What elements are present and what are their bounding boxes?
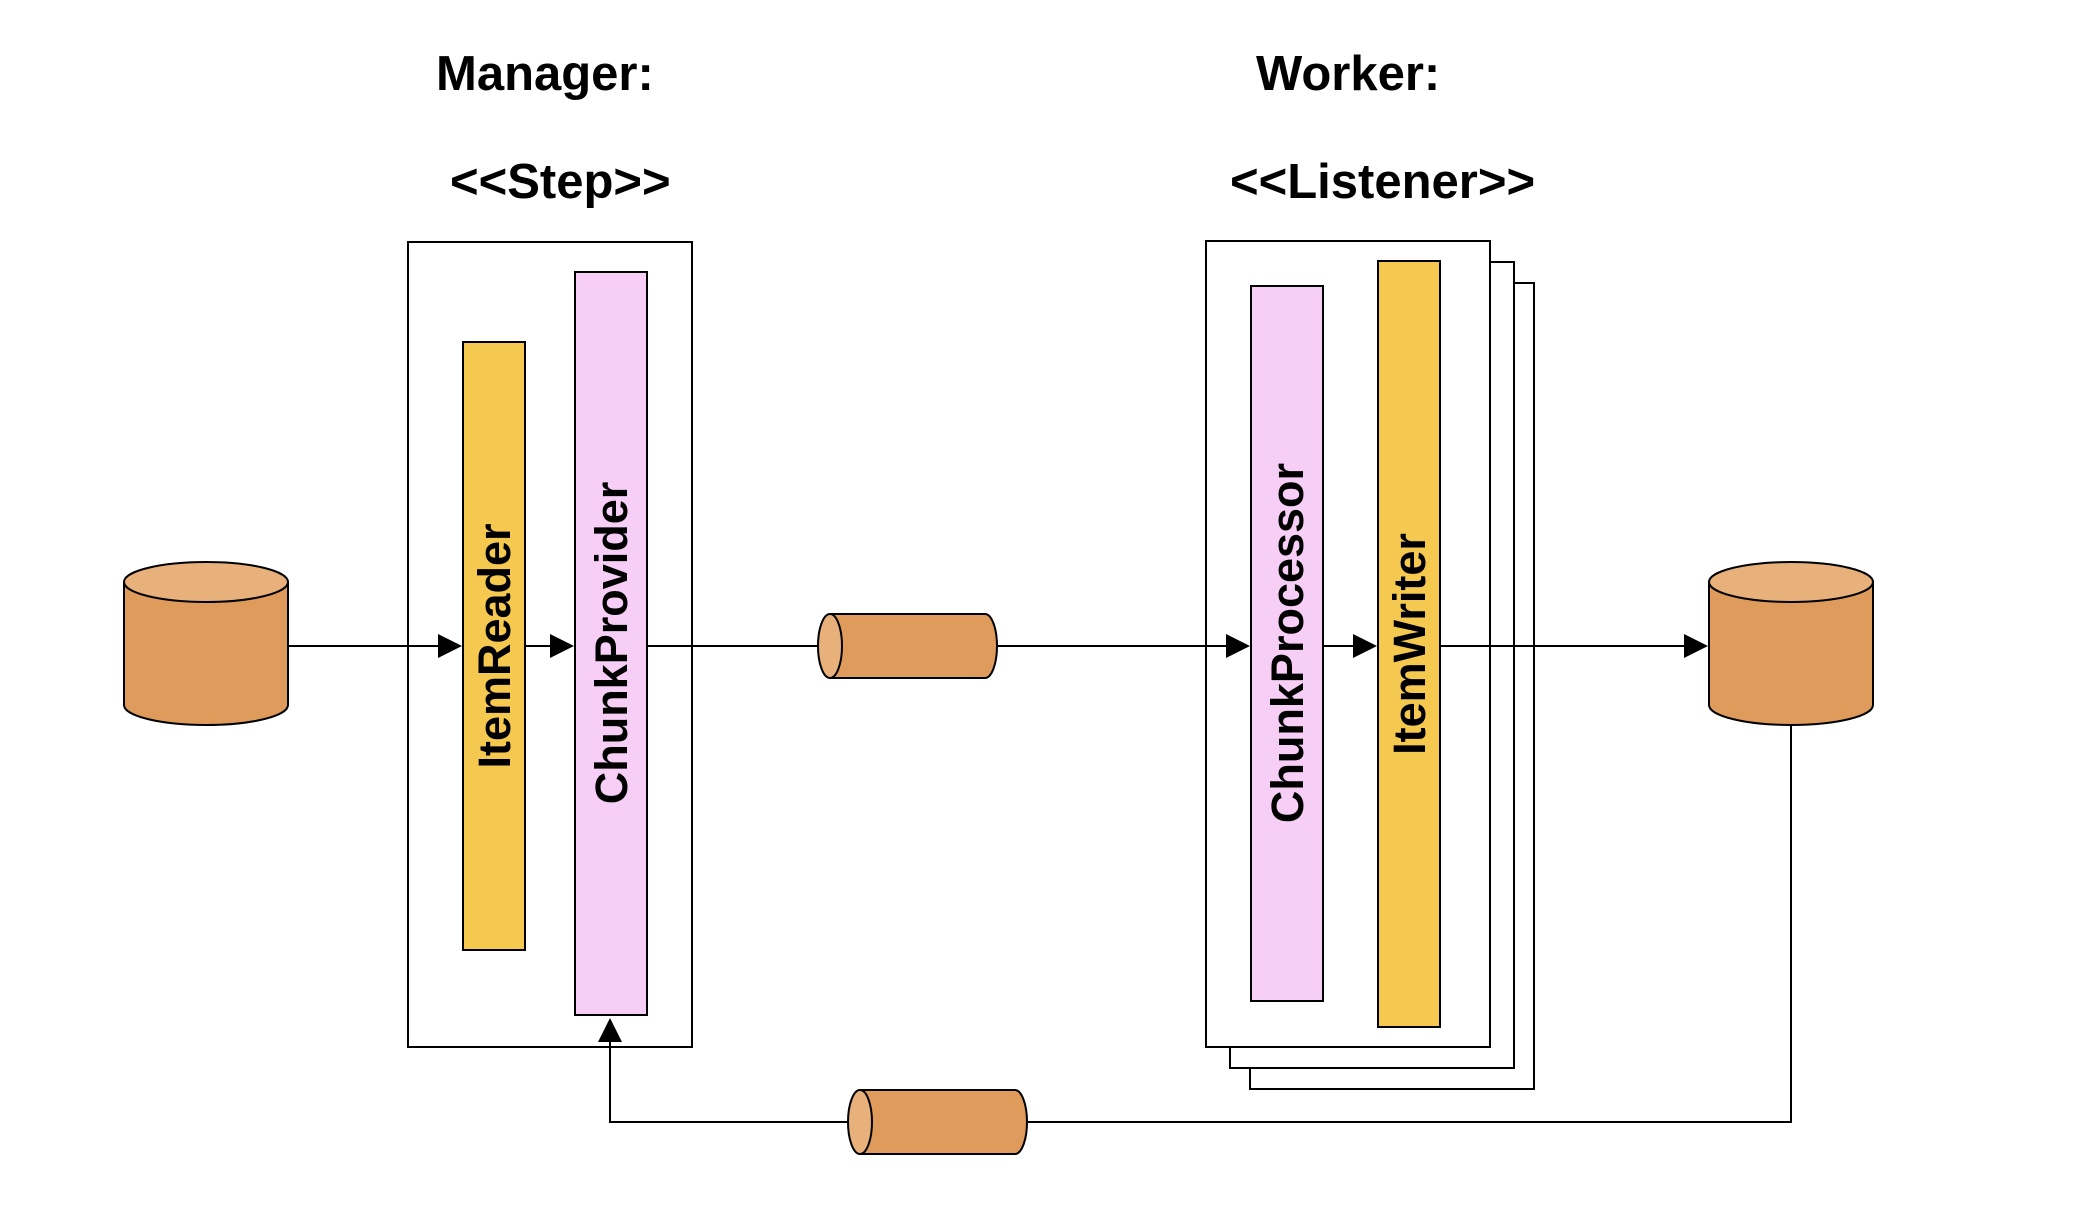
worker-box-front [1205,240,1491,1048]
item-reader-bar [462,341,526,951]
target-database-icon [1708,561,1874,726]
reply-queue-icon [847,1089,1028,1155]
worker-stereotype: <<Listener>> [1230,155,1535,209]
manager-title: Manager: [436,47,654,101]
chunk-processor-label: ChunkProcessor [1262,463,1313,823]
reply-path-line [598,725,1792,1123]
manager-step-box [407,241,693,1048]
chunk-provider-label: ChunkProvider [586,482,637,805]
item-reader-label: ItemReader [469,523,520,768]
request-queue-icon [817,613,998,679]
item-writer-label: ItemWriter [1384,533,1435,755]
item-writer-bar [1377,260,1441,1028]
chunk-provider-bar [574,271,648,1016]
worker-title: Worker: [1256,47,1440,101]
chunk-processor-bar [1250,285,1324,1002]
manager-stereotype: <<Step>> [450,155,671,209]
source-database-icon [123,561,289,726]
